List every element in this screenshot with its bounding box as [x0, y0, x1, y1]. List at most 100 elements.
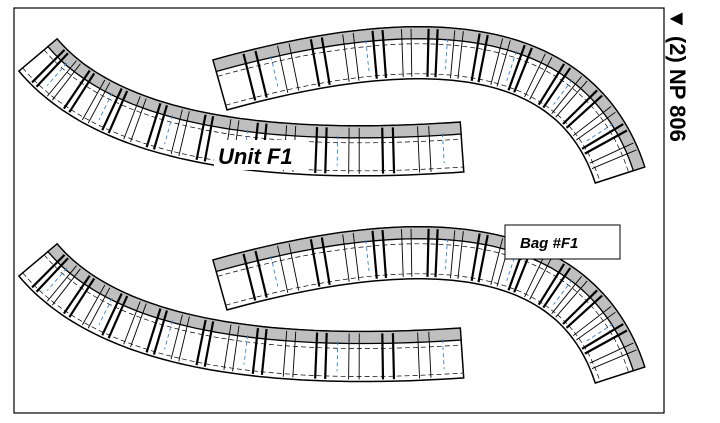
part-bottom-left-rib: [81, 284, 106, 326]
part-top-left-rib: [31, 49, 66, 84]
part-bottom-right-rib: [342, 234, 350, 282]
part-bottom-left-rib: [417, 332, 420, 379]
part-top-right-guide: [444, 38, 449, 70]
unit-label: Unit F1: [214, 140, 306, 170]
part-bottom-right-guide: [270, 255, 279, 287]
part-top-right-guide: [506, 51, 517, 81]
part-top-left-rib: [46, 60, 77, 97]
part-bottom-left-rib: [292, 331, 297, 378]
part-bottom-left-rib: [46, 265, 77, 302]
part-bottom-right-rib: [277, 245, 289, 293]
part-bottom-left-rib: [68, 277, 96, 318]
part-top-left-rib: [195, 114, 207, 161]
part-top-right-rib: [410, 28, 413, 77]
part-top-left-rib: [170, 109, 183, 155]
part-top-right-rib: [507, 44, 526, 91]
part-bottom-left-rib: [195, 319, 207, 366]
part-bottom-right-rib: [352, 232, 360, 281]
part-bottom-left-rib: [170, 314, 183, 360]
part-bottom-right-rib: [434, 229, 439, 278]
part-top-right-rib: [581, 123, 624, 150]
part-bottom-left-rib: [391, 333, 396, 380]
part-top-right-rib: [551, 76, 582, 115]
bag-label: Bag #F1: [504, 224, 621, 260]
part-top-right-rib: [470, 33, 481, 82]
part-bottom-right-rib: [254, 250, 268, 298]
part-top-left-rib: [101, 88, 123, 131]
part-bottom-right-guide: [506, 251, 517, 281]
part-top-right-rib: [529, 56, 553, 100]
part-top-right-rib: [309, 39, 321, 87]
part-top-right-rib: [342, 34, 350, 82]
part-top-right-rib: [542, 67, 572, 109]
part-bottom-right-rib: [537, 263, 566, 306]
part-bottom-right-rib: [470, 233, 481, 282]
part-top-right-rib: [426, 28, 430, 77]
part-bottom-left-rib: [62, 274, 91, 315]
part-bottom-right-rib: [457, 231, 464, 279]
part-bottom-left-rib: [145, 308, 162, 353]
part-bottom-left-rib: [381, 333, 385, 380]
part-bottom-left: [17, 242, 465, 383]
part-bottom-left-rib: [107, 295, 129, 339]
part-bottom-left-rib: [314, 332, 319, 379]
part-top-right-rib: [450, 30, 456, 79]
part-top-left-rib: [81, 79, 106, 121]
part-bottom-right-rib: [591, 349, 637, 369]
part-top-left-guide: [164, 115, 173, 145]
part-bottom-right-rib: [542, 267, 572, 309]
sheet-border: [13, 7, 665, 414]
part-bottom-right-rib: [410, 228, 413, 277]
bag-label-text: Bag #F1: [520, 235, 578, 252]
part-bottom-right-rib: [490, 238, 504, 285]
part-top-right-rib: [457, 31, 464, 79]
part-bottom-left-rib: [51, 268, 81, 306]
part-top-left-rib: [324, 127, 328, 174]
part-top-right-rib: [565, 94, 603, 129]
part-bottom-right-rib: [381, 230, 388, 279]
part-bottom-left-rib: [130, 303, 147, 348]
part-top-left-gray-band: [46, 37, 462, 139]
part-bottom-left-rib: [178, 316, 190, 362]
part-top-right-rib: [320, 37, 331, 85]
part-top-left-rib: [428, 125, 432, 172]
part-top-left-rib: [381, 127, 385, 174]
part-bottom-left-guide: [336, 341, 339, 372]
part-bottom-left-rib: [348, 333, 350, 380]
part-bottom-right-rib: [401, 229, 404, 278]
part-bottom-left-rib: [428, 331, 432, 378]
part-bottom-right-rib: [576, 311, 616, 341]
part-top-left-rib: [51, 63, 81, 101]
part-bottom-right-guide: [365, 239, 370, 272]
part-top-left-rib: [107, 90, 129, 134]
part-top-right-guide: [553, 79, 573, 105]
part-bottom-right-rib: [477, 234, 489, 283]
part-bottom-right-rib: [309, 239, 321, 287]
part-top-left-guide: [98, 92, 113, 120]
part-bottom-left-rib: [152, 310, 169, 355]
part-bottom-right-guide: [586, 323, 614, 342]
part-bottom-left-rib: [223, 324, 232, 371]
part-top-right-rib: [401, 29, 404, 78]
part-top-right-rib: [288, 43, 300, 91]
unit-label-text: Unit F1: [218, 144, 293, 169]
part-bottom-left-gray-band: [46, 242, 462, 345]
part-bottom-right-rib: [581, 323, 624, 350]
part-top-left-rib: [35, 52, 69, 88]
part-bottom-right-rib: [426, 228, 430, 277]
part-bottom-right-rib: [242, 253, 257, 301]
part-bottom-right-gray-band: [212, 226, 646, 372]
part-top-right-rib: [591, 149, 637, 169]
part-bottom-left-rib: [203, 321, 215, 367]
part-top-left-rib: [391, 127, 396, 174]
part-top-left-rib: [145, 102, 162, 148]
part-top-left-rib: [130, 98, 147, 142]
part-bottom-right-rib: [288, 243, 300, 291]
part-top-right-rib: [434, 29, 439, 78]
part-bottom-right-rib: [584, 329, 628, 355]
part-top-right-rib: [524, 53, 546, 98]
part-bottom-right-rib: [572, 305, 612, 337]
part-top-right-rib: [477, 34, 489, 83]
part-bottom-left-rib: [232, 325, 240, 372]
part-top-left-rib: [62, 69, 91, 110]
